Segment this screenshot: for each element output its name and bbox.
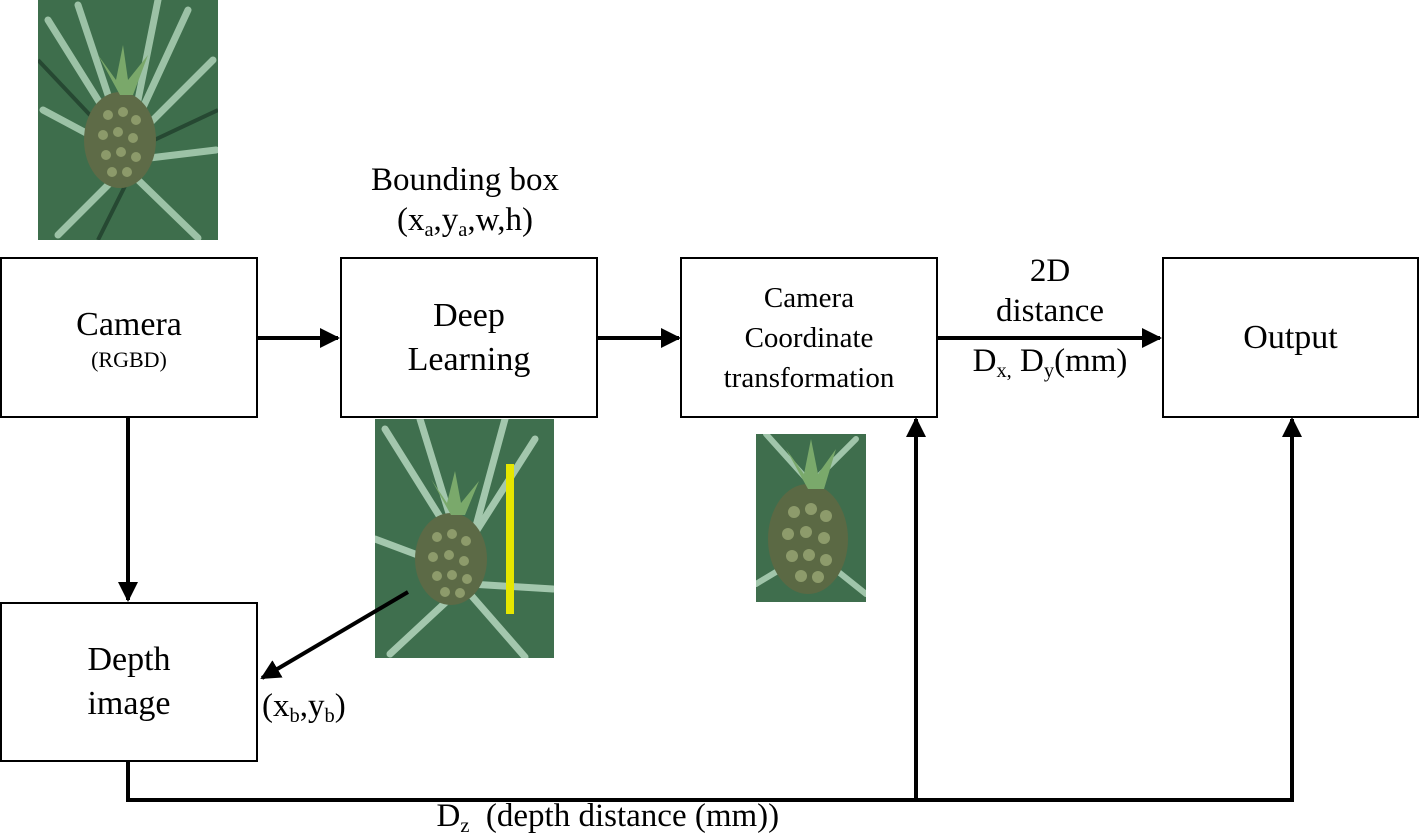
camera-title: Camera xyxy=(76,305,182,343)
camera-subtitle: (RGBD) xyxy=(91,346,167,372)
deep-learning-line1: Deep xyxy=(433,296,505,334)
camera-box: Camera (RGBD) xyxy=(0,257,258,418)
dist2d-line3: Dx, Dy(mm) xyxy=(972,343,1128,383)
depth-line1: Depth xyxy=(87,641,171,678)
coord-line3: transformation xyxy=(723,361,895,394)
dist2d-line2: distance xyxy=(995,293,1105,329)
depth-distance-label: Dz (depth distance (mm)) xyxy=(436,798,780,837)
coord-line2: Coordinate xyxy=(744,321,874,354)
dist2d-line1: 2D xyxy=(1029,253,1071,289)
2d-distance-label: 2D distance Dx, Dy(mm) xyxy=(940,251,1160,381)
bounding-box-label: Bounding box (xa,ya,w,h) xyxy=(330,160,600,240)
pineapple-photo-1 xyxy=(38,0,218,240)
output-box: Output xyxy=(1162,257,1419,418)
connector-arrows xyxy=(118,328,1302,802)
pineapple-photo-2 xyxy=(375,419,554,658)
deep-learning-line2: Learning xyxy=(407,340,531,378)
arrow-photo-to-depth xyxy=(260,590,410,680)
depth-image-box: Depth image xyxy=(0,602,258,762)
depth-to-output-line xyxy=(126,417,1302,802)
depth-line2: image xyxy=(87,685,171,722)
bbox-line2: (xa,ya,w,h) xyxy=(396,202,534,242)
pineapple-photo-3 xyxy=(756,434,866,602)
coordinate-transformation-box: Camera Coordinate transformation xyxy=(680,257,938,418)
xb-yb-label: (xb,yb) xyxy=(262,688,346,728)
coord-line1: Camera xyxy=(763,281,855,314)
bbox-line1: Bounding box xyxy=(371,162,559,198)
deep-learning-box: Deep Learning xyxy=(340,257,598,418)
output-title: Output xyxy=(1243,318,1338,356)
yellow-marker xyxy=(506,464,514,614)
